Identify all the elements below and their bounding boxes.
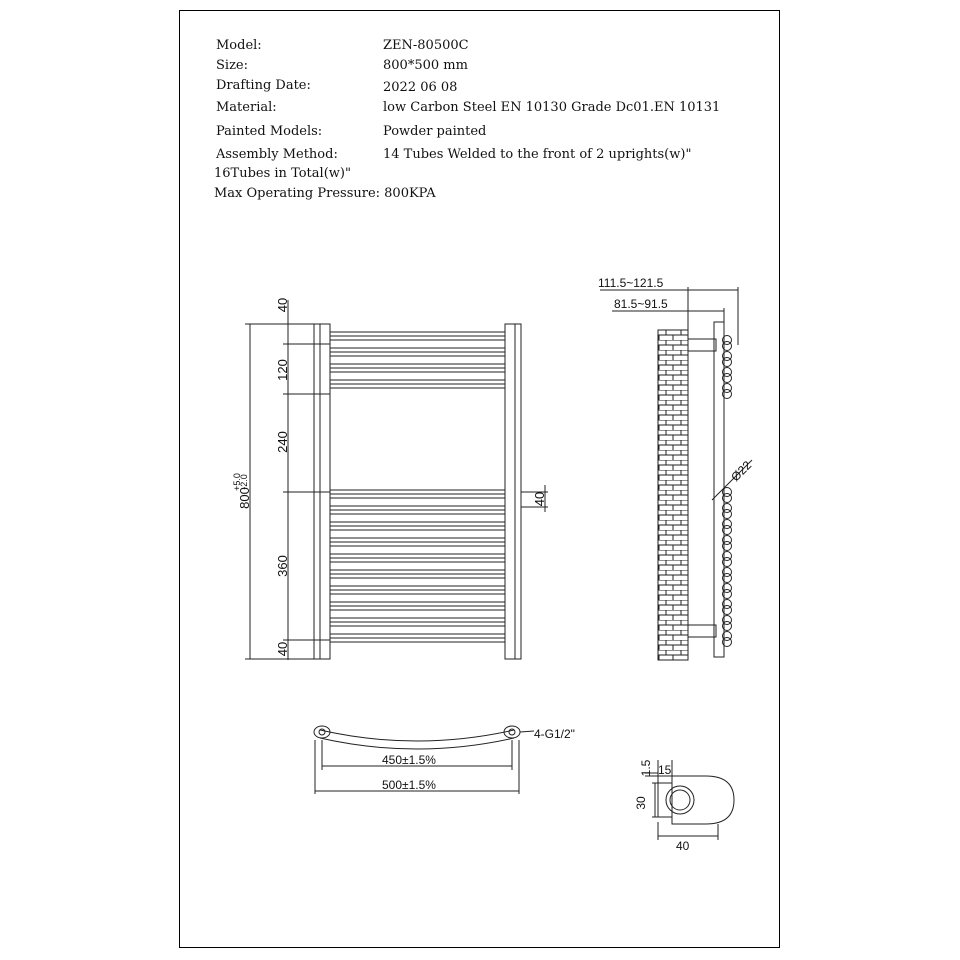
side-tube-circle	[722, 535, 732, 545]
connection-spec: 4-G1/2"	[534, 727, 575, 741]
side-tube-circle	[722, 541, 732, 551]
side-tube-circle	[722, 519, 732, 529]
side-tube-circle	[722, 621, 732, 631]
side-tube-circle	[722, 525, 732, 535]
side-tube-circle	[722, 351, 732, 361]
side-tube-circle	[722, 605, 732, 615]
side-tube-circle	[722, 335, 732, 345]
section-view	[645, 760, 735, 840]
side-tube-circle	[722, 583, 732, 593]
side-upright	[713, 321, 725, 658]
dim-tube-gap-40: 40	[532, 492, 547, 506]
max-pressure-line: Max Operating Pressure: 800KPA	[214, 186, 436, 201]
side-tube-circle	[722, 599, 732, 609]
side-tube-circle	[722, 367, 732, 377]
height-tol-plus: +5.0	[232, 473, 242, 491]
right-upright	[504, 323, 522, 660]
dim-360: 360	[275, 555, 290, 577]
side-tube-circle	[722, 493, 732, 503]
wall-brick	[657, 329, 689, 661]
side-tube-circle	[722, 389, 732, 399]
assembly-method-label: Assembly Method:	[216, 147, 338, 162]
dim-120: 120	[275, 359, 290, 381]
material-value: low Carbon Steel EN 10130 Grade Dc01.EN …	[383, 100, 721, 115]
upper-bracket	[687, 338, 717, 352]
side-tube-circle	[722, 373, 732, 383]
side-tube-circle	[722, 573, 732, 583]
front-view	[245, 300, 548, 660]
side-tubes	[722, 335, 732, 647]
assembly-method-value: 14 Tubes Welded to the front of 2 uprigh…	[383, 147, 692, 162]
upright-section	[671, 775, 735, 825]
drawing-frame	[179, 10, 780, 948]
dim-bottom-40: 40	[275, 642, 290, 656]
dim-outer-depth: 111.5~121.5	[598, 276, 664, 290]
dim-240: 240	[275, 431, 290, 453]
side-tube-circle	[722, 557, 732, 567]
dim-top-40: 40	[275, 298, 290, 312]
side-tube-circle	[722, 503, 732, 513]
model-label: Model:	[216, 38, 262, 53]
side-tube-circle	[722, 615, 732, 625]
dim-15: 15	[658, 763, 672, 777]
side-tube-circle	[722, 551, 732, 561]
height-main: 800	[237, 487, 252, 509]
dim-inner-depth: 81.5~91.5	[614, 297, 668, 311]
dim-30: 30	[634, 796, 648, 810]
top-bar-curve	[319, 729, 515, 742]
side-view	[600, 287, 753, 661]
side-tube-circle	[722, 341, 732, 351]
left-inlet	[313, 725, 331, 739]
model-value: ZEN-80500C	[383, 38, 469, 53]
lower-bracket	[687, 624, 717, 638]
side-tube-circle	[722, 487, 732, 497]
side-tube-circle	[722, 631, 732, 641]
painted-models-value: Powder painted	[383, 124, 487, 139]
drafting-date-label: Drafting Date:	[216, 78, 311, 93]
size-value: 800*500 mm	[383, 58, 468, 73]
side-tube-circle	[722, 589, 732, 599]
height-tol-minus: -2.0	[239, 474, 249, 490]
side-tube-circle	[722, 637, 732, 647]
side-tube-circle	[722, 383, 732, 393]
assembly-method-continued: 16Tubes in Total(w)"	[214, 166, 351, 181]
dim-450: 450±1.5%	[382, 753, 436, 767]
dim-40-section: 40	[676, 839, 690, 853]
side-tube-circle	[722, 357, 732, 367]
drafting-date-value: 2022 06 08	[383, 80, 458, 95]
material-label: Material:	[216, 100, 277, 115]
front-tubes	[329, 331, 506, 643]
top-view	[313, 725, 535, 794]
painted-models-label: Painted Models:	[216, 124, 323, 139]
side-tube-circle	[722, 567, 732, 577]
tube-outer-circle	[665, 785, 695, 815]
side-tube-circle	[722, 509, 732, 519]
dim-1-5: 1.5	[639, 759, 653, 776]
dim-500: 500±1.5%	[382, 778, 436, 792]
size-label: Size:	[216, 58, 248, 73]
